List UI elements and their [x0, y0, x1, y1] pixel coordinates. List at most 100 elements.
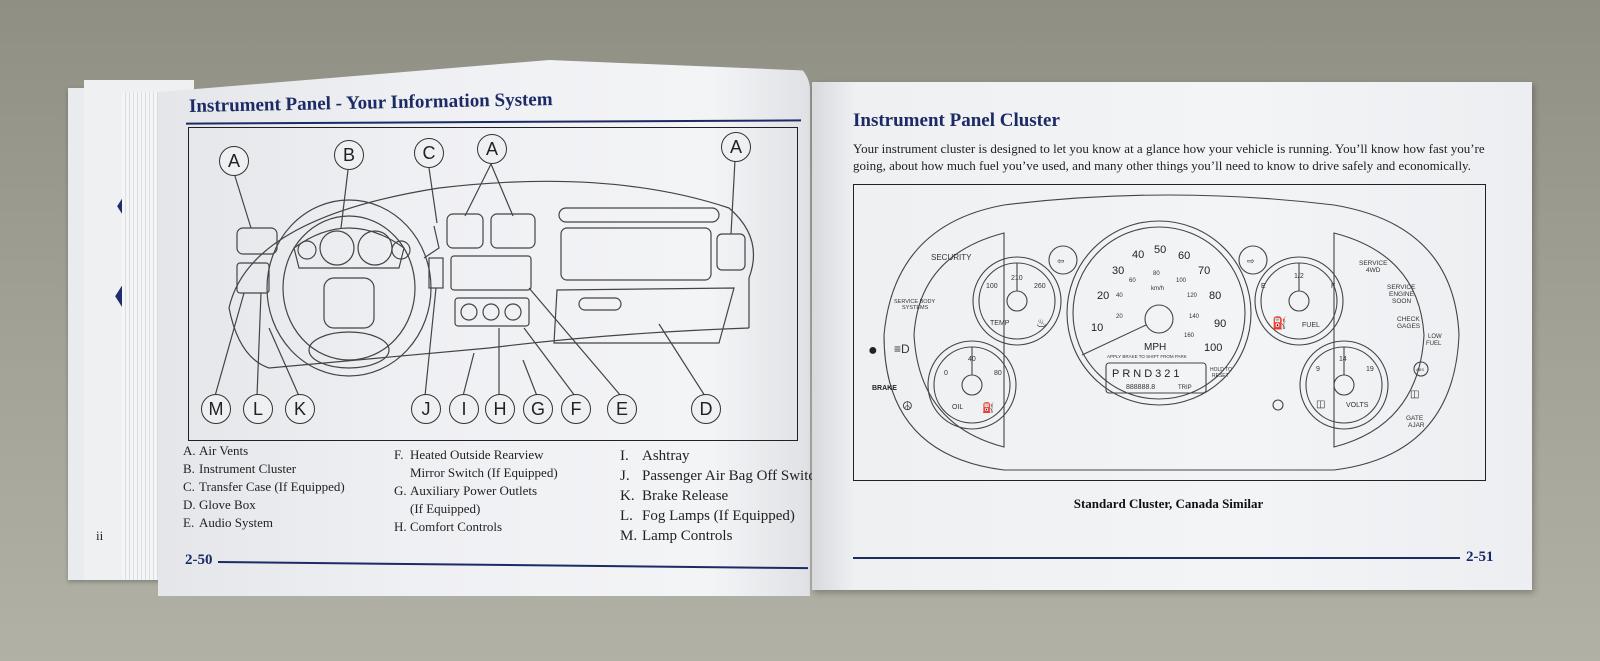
cluster-diagram: SECURITY SERVICE BODY SYSTEMS BRAKE ● ≡D…	[853, 184, 1486, 481]
legend-item: I.Ashtray	[620, 448, 690, 464]
callout-d: D	[691, 394, 721, 424]
left-page-number: 2-50	[185, 552, 213, 568]
coolant-temp-icon: ♨	[1036, 316, 1047, 330]
svg-text:AJAR: AJAR	[1408, 422, 1425, 429]
footer-rule	[853, 557, 1460, 559]
callout-a: A	[721, 132, 751, 162]
svg-text:260: 260	[1034, 283, 1046, 290]
dashboard-illustration	[214, 159, 755, 397]
right-page-number: 2-51	[1466, 549, 1494, 565]
instrument-panel-diagram: A B C A A M L K J I H G F E D	[188, 127, 798, 441]
svg-text:20: 20	[1097, 290, 1109, 302]
seatbelt-icon: ☮	[902, 399, 913, 413]
callout-k: K	[285, 394, 315, 424]
svg-text:0: 0	[944, 370, 948, 377]
kmh-label: km/h	[1151, 286, 1164, 292]
callout-j: J	[411, 394, 441, 424]
battery-icon: ◫	[1316, 399, 1325, 410]
legend-item: A.Air Vents	[183, 443, 249, 458]
svg-text:90: 90	[1214, 318, 1226, 330]
legend-item: F.Heated Outside Rearview	[394, 447, 544, 462]
right-page-title: Instrument Panel Cluster	[853, 110, 1060, 131]
svg-text:60: 60	[1129, 278, 1136, 284]
svg-text:60: 60	[1178, 250, 1190, 262]
turn-left-icon: ⇦	[1057, 256, 1065, 266]
svg-text:120: 120	[1187, 293, 1198, 299]
cluster-illustration: SECURITY SERVICE BODY SYSTEMS BRAKE ● ≡D…	[868, 194, 1460, 471]
legend-column-3: I.Ashtray J.Passenger Air Bag Off Switch…	[620, 446, 823, 546]
svg-text:70: 70	[1198, 265, 1210, 277]
brake-label: BRAKE	[872, 385, 897, 392]
svg-text:14: 14	[1339, 356, 1347, 363]
svg-text:10: 10	[1091, 322, 1103, 334]
svg-text:100: 100	[1176, 278, 1187, 284]
callout-a: A	[219, 146, 249, 176]
right-page	[812, 82, 1532, 590]
legend-item: K.Brake Release	[620, 488, 729, 504]
svg-text:40: 40	[968, 356, 976, 363]
legend-item: C.Transfer Case (If Equipped)	[183, 479, 345, 494]
abs-icon: ABS	[1416, 367, 1424, 372]
check-gages-label: CHECK	[1397, 316, 1420, 323]
security-label: SECURITY	[931, 253, 972, 262]
callout-e: E	[607, 394, 637, 424]
callout-g: G	[523, 394, 553, 424]
legend-item: E.Audio System	[183, 515, 274, 530]
callout-l: L	[243, 394, 273, 424]
svg-text:80: 80	[1153, 271, 1160, 277]
odometer: 888888.8	[1126, 384, 1155, 391]
oil-label: OIL	[952, 404, 963, 411]
volts-label: VOLTS	[1346, 402, 1369, 409]
legend-column-2: F.Heated Outside Rearview Mirror Switch …	[394, 447, 558, 534]
gate-ajar-label: GATE	[1406, 415, 1424, 422]
legend-item: G.Auxiliary Power Outlets	[394, 483, 538, 498]
callout-c: C	[414, 138, 444, 168]
legend-item: B.Instrument Cluster	[183, 461, 297, 476]
shift-note: APPLY BRAKE TO SHIFT FROM PARK	[1107, 354, 1187, 359]
svg-text:SYSTEMS: SYSTEMS	[902, 305, 929, 311]
callout-m: M	[201, 394, 231, 424]
svg-text:GAGES: GAGES	[1397, 323, 1421, 330]
prndl-indicator: PRND321	[1112, 368, 1183, 380]
callout-f: F	[561, 394, 591, 424]
service-4wd-label: SERVICE	[1359, 260, 1388, 267]
svg-text:HOLD TO: HOLD TO	[1210, 367, 1232, 373]
mph-label: MPH	[1144, 342, 1166, 353]
legend-item: D.Glove Box	[183, 497, 256, 512]
service-engine-soon-label: SERVICE	[1387, 284, 1416, 291]
callout-h: H	[485, 394, 515, 424]
callout-b: B	[334, 140, 364, 170]
svg-text:SOON: SOON	[1392, 298, 1411, 305]
svg-text:50: 50	[1154, 244, 1166, 256]
svg-text:ENGINE: ENGINE	[1389, 291, 1415, 298]
svg-text:4WD: 4WD	[1366, 267, 1381, 274]
svg-text:140: 140	[1189, 314, 1200, 320]
battery-icon: ◫	[1410, 389, 1419, 400]
svg-text:100: 100	[986, 283, 998, 290]
svg-text:FUEL: FUEL	[1426, 341, 1442, 347]
temp-label: TEMP	[990, 320, 1010, 327]
svg-text:210: 210	[1011, 275, 1023, 282]
svg-text:RESET: RESET	[1212, 373, 1229, 379]
low-fuel-label: LOW	[1428, 334, 1442, 340]
cluster-caption: Standard Cluster, Canada Similar	[1073, 496, 1264, 511]
svg-text:9: 9	[1316, 366, 1320, 373]
legend-column-1: A.Air Vents B.Instrument Cluster C.Trans…	[183, 442, 345, 532]
svg-text:E: E	[1261, 283, 1266, 290]
svg-text:20: 20	[1116, 314, 1123, 320]
trip-label: TRIP	[1178, 385, 1192, 391]
svg-text:100: 100	[1204, 342, 1222, 354]
svg-text:80: 80	[994, 370, 1002, 377]
svg-text:80: 80	[1209, 290, 1221, 302]
fuel-label: FUEL	[1302, 322, 1320, 329]
svg-text:1/2: 1/2	[1294, 273, 1304, 280]
headlamp-icon: ≡D	[894, 342, 910, 356]
service-body-label: SERVICE BODY	[894, 299, 935, 305]
svg-text:40: 40	[1116, 293, 1123, 299]
svg-text:160: 160	[1184, 333, 1195, 339]
legend-item: H.Comfort Controls	[394, 519, 503, 534]
svg-text:F: F	[1331, 283, 1335, 290]
turn-right-icon: ⇨	[1247, 256, 1255, 266]
callout-a: A	[477, 134, 507, 164]
fuel-pump-icon: ⛽	[1272, 316, 1287, 330]
